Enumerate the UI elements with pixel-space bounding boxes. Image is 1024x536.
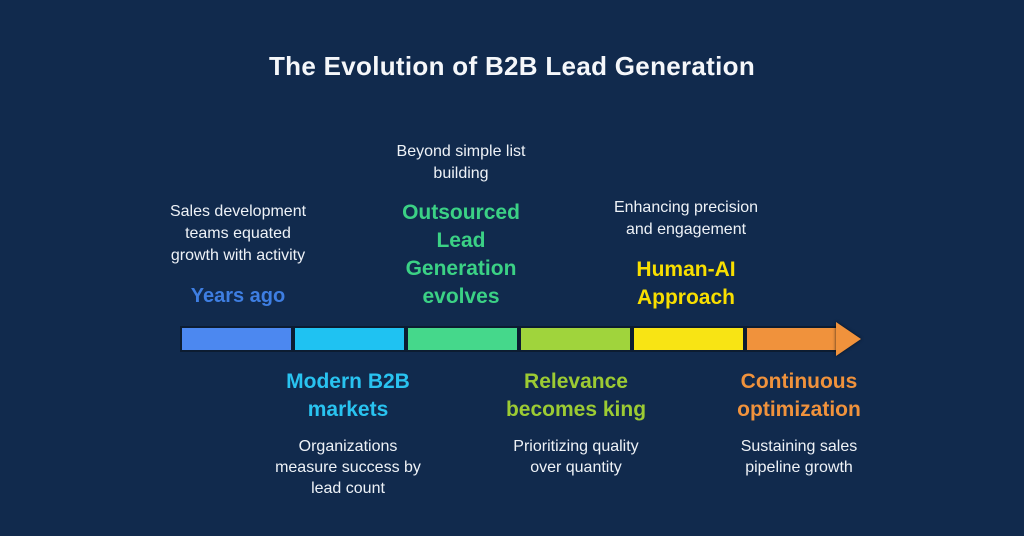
phase-modern-b2b-markets: Modern B2B markets Organizations measure… xyxy=(238,368,458,499)
timeline-segment-outsourced-lead-generation-evolves xyxy=(407,328,517,350)
phase-heading-continuous-optimization: Continuous optimization xyxy=(737,370,861,421)
phase-heading-human-ai-approach: Human-AI Approach xyxy=(636,258,736,309)
timeline-bar xyxy=(180,326,838,352)
phase-heading-years-ago: Years ago xyxy=(190,285,286,307)
phase-description: Sales development teams equated growth w… xyxy=(169,203,307,264)
phase-human-ai-approach: Enhancing precision and engagement Human… xyxy=(576,197,796,312)
phase-outsourced-lead-generation: Beyond simple list building Outsourced L… xyxy=(351,141,571,311)
phase-description: Organizations measure success by lead co… xyxy=(275,438,421,497)
phase-heading-relevance-becomes-king: Relevance becomes king xyxy=(505,370,647,421)
phase-description: Enhancing precision and engagement xyxy=(613,199,759,238)
page-title: The Evolution of B2B Lead Generation xyxy=(268,51,756,81)
timeline-segment-years-ago xyxy=(182,328,291,350)
phase-relevance-becomes-king: Relevance becomes king Prioritizing qual… xyxy=(466,368,686,478)
timeline-segment-relevance-becomes-king xyxy=(520,328,630,350)
phase-description: Sustaining sales pipeline growth xyxy=(740,438,858,476)
phase-years-ago: Sales development teams equated growth w… xyxy=(128,201,348,310)
phase-heading-outsourced-lead-generation: Outsourced Lead Generation evolves xyxy=(402,201,520,308)
phase-heading-modern-b2b-markets: Modern B2B markets xyxy=(286,370,410,421)
timeline-arrowhead-icon xyxy=(836,322,861,356)
phase-continuous-optimization: Continuous optimization Sustaining sales… xyxy=(689,368,909,478)
timeline-segment-human-ai-approach xyxy=(633,328,743,350)
phase-description: Beyond simple list building xyxy=(396,143,526,182)
timeline-segment-modern-b2b-markets xyxy=(294,328,404,350)
phase-description: Prioritizing quality over quantity xyxy=(513,438,639,476)
timeline-segment-continuous-optimization xyxy=(746,328,837,350)
